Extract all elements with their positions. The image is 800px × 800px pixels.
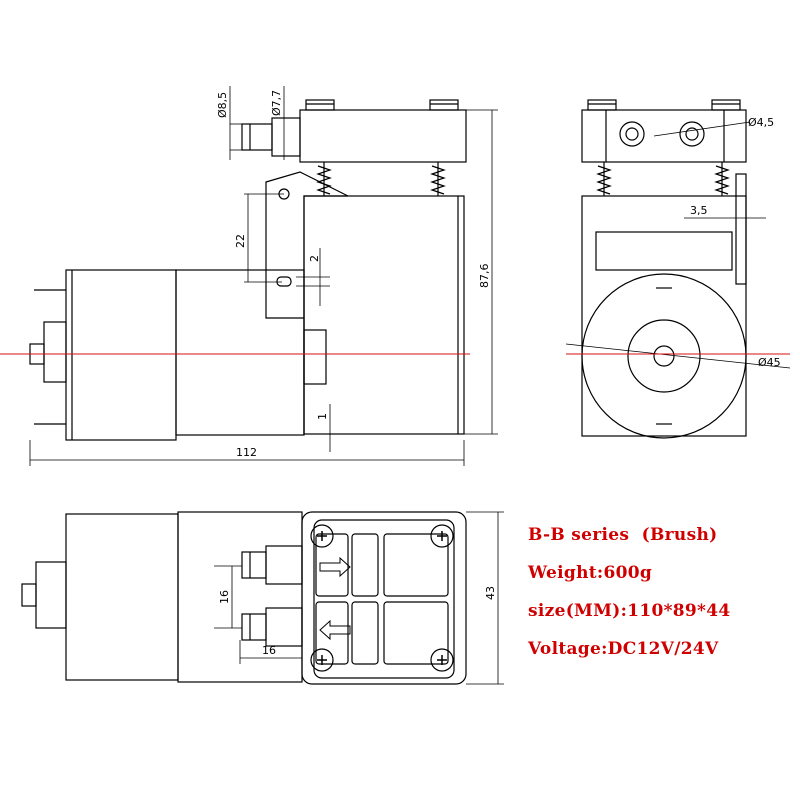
dim-16-vertical: 16 (218, 590, 231, 604)
dim-43: 43 (484, 586, 497, 600)
front-view (29, 99, 467, 441)
dim-87-6: 87,6 (478, 264, 491, 289)
dim-16-horizontal: 16 (262, 644, 276, 657)
screw-marks (317, 531, 447, 665)
side-view-dimensions (565, 121, 791, 369)
top-view-dimensions (214, 511, 504, 685)
size-label: size(MM):110*89*44 (528, 601, 731, 621)
top-view (21, 511, 467, 685)
front-view-dimensions (29, 86, 498, 466)
dim-d45: Ø45 (758, 356, 781, 369)
side-view (581, 99, 747, 439)
voltage-label: Voltage:DC12V/24V (528, 639, 719, 659)
dim-22: 22 (234, 234, 247, 248)
series-label: B-B series (Brush) (528, 525, 718, 545)
dim-d4-5: Ø4,5 (748, 116, 774, 129)
dim-d7-7: Ø7,7 (270, 90, 283, 116)
dim-d8-5: Ø8,5 (216, 92, 229, 118)
dim-1: 1 (316, 413, 329, 420)
spec-block: B-B series (Brush) Weight:600g size(MM):… (528, 516, 793, 668)
dim-112: 112 (236, 446, 257, 459)
weight-label: Weight:600g (528, 563, 653, 583)
dim-3-5: 3,5 (690, 204, 708, 217)
dim-2: 2 (308, 255, 321, 262)
